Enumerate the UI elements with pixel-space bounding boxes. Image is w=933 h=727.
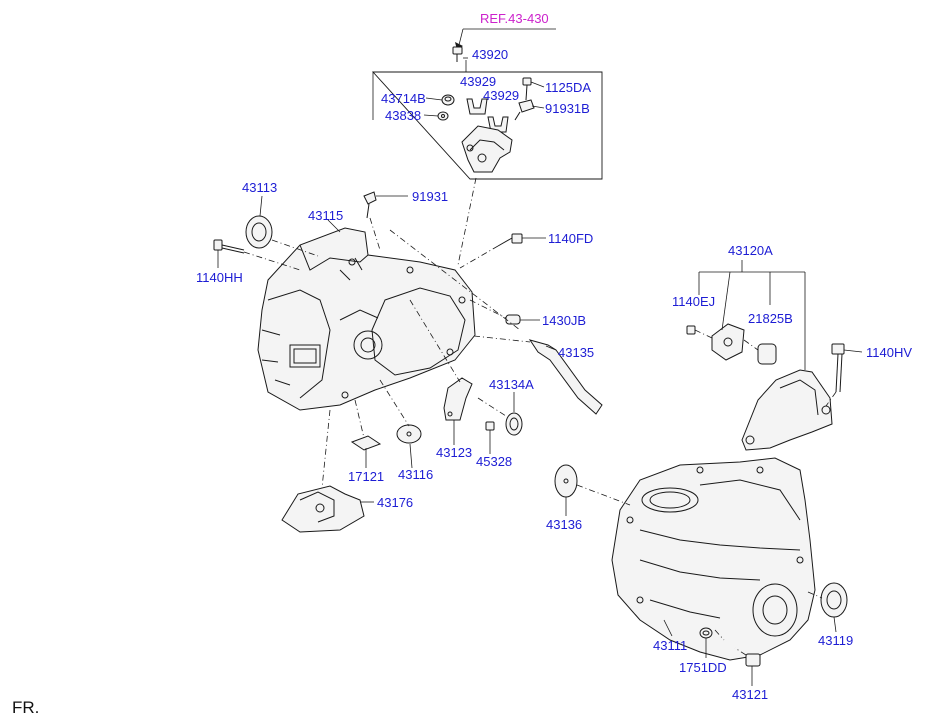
label-43929-b[interactable]: 43929 <box>483 88 519 103</box>
label-43136[interactable]: 43136 <box>546 517 582 532</box>
pin-1430JB <box>505 314 521 325</box>
label-1140EJ[interactable]: 1140EJ <box>672 294 715 309</box>
label-43135[interactable]: 43135 <box>558 345 594 360</box>
bolt-1125DA <box>522 77 532 101</box>
oil-seal-43119 <box>820 582 848 618</box>
bushing-21825B <box>757 343 777 365</box>
label-43838[interactable]: 43838 <box>385 108 421 123</box>
label-43119[interactable]: 43119 <box>818 633 853 648</box>
label-1430JB[interactable]: 1430JB <box>542 313 586 328</box>
clip-91931B <box>514 99 535 121</box>
label-43920[interactable]: 43920 <box>472 47 508 62</box>
orientation-marker: FR. <box>12 698 39 717</box>
label-91931B[interactable]: 91931B <box>545 101 590 116</box>
label-1125DA[interactable]: 1125DA <box>545 80 591 95</box>
washer-1751DD <box>699 627 713 639</box>
label-1140HH[interactable]: 1140HH <box>196 270 243 285</box>
drain-plug-43121 <box>745 653 761 667</box>
label-91931[interactable]: 91931 <box>412 189 448 204</box>
clip-91931 <box>363 191 377 219</box>
bolt-1140HH <box>213 239 245 254</box>
bolt-45328 <box>485 421 495 431</box>
transaxle-case-43111 <box>611 457 816 661</box>
label-1751DD[interactable]: 1751DD <box>679 660 727 675</box>
label-43929-a[interactable]: 43929 <box>460 74 496 89</box>
label-43134A[interactable]: 43134A <box>489 377 534 392</box>
label-43116[interactable]: 43116 <box>398 467 433 482</box>
label-43113[interactable]: 43113 <box>242 180 277 195</box>
label-43120A[interactable]: 43120A <box>728 243 773 258</box>
label-43115[interactable]: 43115 <box>308 208 343 223</box>
washer-43116 <box>396 424 422 444</box>
label-43121[interactable]: 43121 <box>732 687 768 702</box>
bracket-group-frame <box>371 57 603 180</box>
oil-seal-43113 <box>245 215 273 249</box>
clip-43929-a <box>466 98 488 115</box>
bolt-1140HV <box>831 343 845 393</box>
damper-piece <box>711 323 745 361</box>
mount-bracket-43120A <box>741 369 833 451</box>
label-21825B[interactable]: 21825B <box>748 311 793 326</box>
shift-lever-bracket <box>461 125 513 173</box>
label-43714B[interactable]: 43714B <box>381 91 426 106</box>
bolt-top <box>452 46 463 62</box>
clutch-housing-43115 <box>257 227 476 411</box>
assembly-lines <box>243 177 837 656</box>
fork-43123 <box>443 377 473 421</box>
label-1140FD[interactable]: 1140FD <box>548 231 593 246</box>
label-43176[interactable]: 43176 <box>377 495 413 510</box>
nut-43838 <box>437 111 449 121</box>
label-17121[interactable]: 17121 <box>348 469 384 484</box>
bolt-1140EJ <box>686 325 696 335</box>
guide-rail-43135 <box>528 339 603 415</box>
gasket-17121 <box>350 435 382 451</box>
washer-43136 <box>554 464 578 498</box>
reference-label[interactable]: REF.43-430 <box>480 11 549 26</box>
label-43111[interactable]: 43111 <box>653 638 687 653</box>
bushing-43714B <box>441 94 455 106</box>
mount-bracket-43176 <box>281 485 365 533</box>
bolt-1140FD <box>497 233 523 247</box>
label-leaders <box>217 81 863 686</box>
label-1140HV[interactable]: 1140HV <box>866 345 912 360</box>
label-45328[interactable]: 45328 <box>476 454 512 469</box>
label-43123[interactable]: 43123 <box>436 445 472 460</box>
seal-43134A <box>505 412 523 436</box>
part-labels: 43920 43929 43929 1125DA 43714B 43838 91… <box>196 47 912 702</box>
group-leader-43120A <box>698 260 806 370</box>
